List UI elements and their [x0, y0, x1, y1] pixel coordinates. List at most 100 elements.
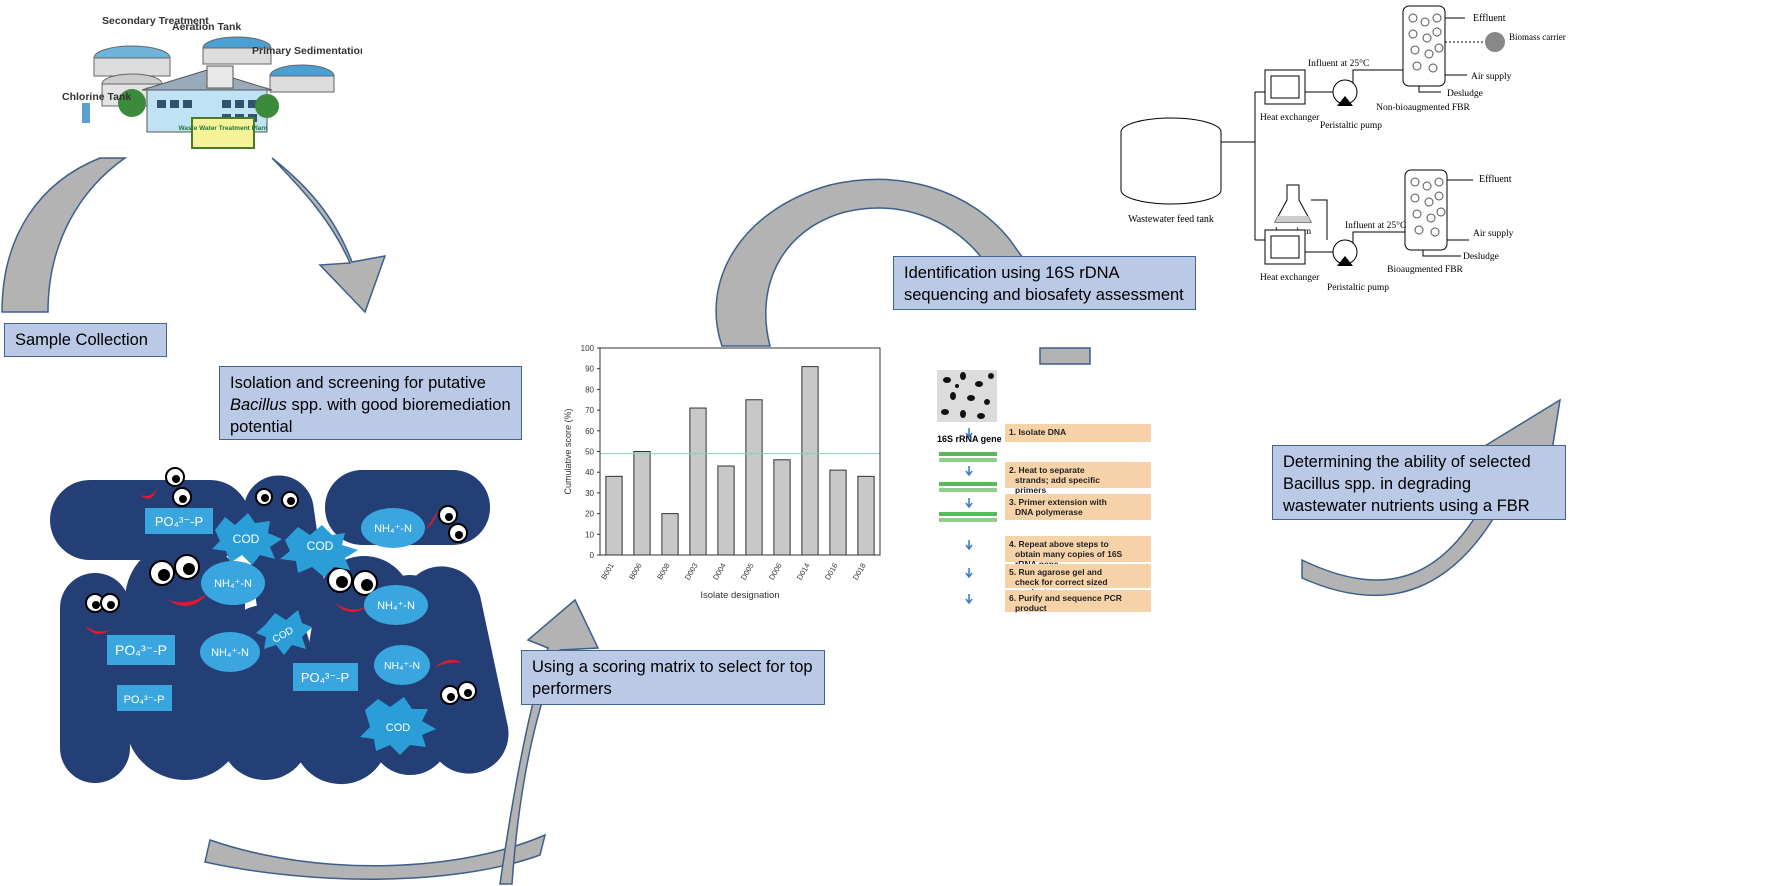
top-effluent: Effluent [1473, 13, 1506, 24]
nh4-oval: NH₄⁺-N [200, 632, 260, 672]
x-tick-label: B008 [655, 562, 672, 582]
cod-text: COD [307, 539, 334, 553]
bottom-air: Air supply [1473, 229, 1514, 239]
dna-strand [939, 458, 997, 462]
bar [717, 465, 735, 556]
bacteria-mouths [85, 487, 462, 667]
y-tick-label: 80 [585, 385, 594, 394]
po4-text: PO₄³⁻-P [155, 514, 203, 529]
protocol-step-box [1005, 564, 1151, 588]
nh4-text: NH₄⁺-N [211, 647, 249, 659]
po4-box: PO₄³⁻-P [293, 663, 358, 691]
nh4-text: NH₄⁺-N [214, 578, 252, 590]
x-tick-label: D014 [795, 562, 812, 582]
identification-text: Identification using 16S rDNA sequencing… [904, 264, 1184, 304]
heat-exchanger-top [1264, 69, 1306, 105]
x-tick-label: D003 [683, 562, 700, 582]
protocol-step-text: 1. Isolate DNA [1009, 427, 1066, 437]
cod-blob: COD [280, 525, 358, 577]
bar [661, 513, 679, 556]
label-determining-fbr: Determining the ability of selected Baci… [1272, 445, 1566, 520]
protocol-arrow [965, 568, 973, 579]
nh4-text: NH₄⁺-N [384, 660, 420, 672]
bacteria-illustration: COD COD COD COD NH₄⁺-N NH₄⁺-N NH₄⁺-N NH₄… [50, 467, 509, 785]
label-secondary: Secondary Treatment [102, 15, 209, 27]
dna-strand [939, 452, 997, 456]
y-tick-label: 50 [585, 448, 594, 457]
isolation-genus: Bacillus [230, 396, 287, 414]
po4-box: PO₄³⁻-P [117, 685, 172, 711]
top-heat: Heat exchanger [1260, 113, 1320, 123]
inoculum-flask [1274, 184, 1312, 223]
protocol-arrow [965, 466, 973, 477]
bar [745, 399, 763, 556]
treatment-plant-illustration: Waste Water Treatment Plant Secondary Tr… [62, 15, 362, 149]
y-tick-label: 20 [585, 510, 594, 519]
y-tick-label: 70 [585, 406, 594, 415]
fbr-schematic: Wastewater feed tank Effluent Biomass ca… [1120, 5, 1566, 293]
gene-label: 16S rRNA gene [937, 434, 1002, 444]
plant-sign-line: Waste Water Treatment Plant [178, 125, 268, 132]
dna-strand-separated [939, 482, 997, 486]
top-desludge: Desludge [1447, 89, 1483, 99]
x-tick-label: D016 [823, 562, 840, 582]
top-carrier: Biomass carrier [1509, 32, 1566, 42]
bottom-heat: Heat exchanger [1260, 273, 1320, 283]
bacterium [401, 566, 509, 774]
y-tick-label: 30 [585, 489, 594, 498]
arrow-down-to-protocol [1039, 347, 1091, 365]
label-sample-collection: Sample Collection [4, 323, 167, 357]
dna-strand-extended [939, 518, 997, 522]
y-tick-label: 10 [585, 530, 594, 539]
arrow-head-isolation [271, 157, 387, 314]
protocol-arrow [965, 498, 973, 509]
reactor-top [1402, 5, 1446, 87]
isolation-text-a: Isolation and screening for putative [230, 374, 486, 392]
bar [857, 475, 875, 556]
protocol-step-box [1005, 590, 1151, 612]
protocol-step-box [1005, 494, 1151, 520]
nh4-text: NH₄⁺-N [377, 600, 415, 612]
bottom-influent: Influent at 25°C [1345, 220, 1406, 231]
x-tick-label: B001 [599, 562, 616, 582]
po4-box: PO₄³⁻-P [145, 508, 213, 534]
feed-tank [1120, 117, 1222, 205]
x-tick-label: D005 [739, 562, 756, 582]
y-tick-label: 60 [585, 427, 594, 436]
label-identification: Identification using 16S rDNA sequencing… [893, 256, 1196, 310]
heat-exchanger-bottom [1264, 229, 1306, 265]
bottom-reactor: Bioaugmented FBR [1387, 265, 1463, 275]
dna-strand-extended [939, 512, 997, 516]
cod-text: COD [233, 532, 260, 546]
reactor-bottom [1404, 169, 1448, 251]
nh4-oval: NH₄⁺-N [201, 561, 265, 605]
bottom-pump: Peristaltic pump [1327, 283, 1389, 293]
protocol-step-box [1005, 462, 1151, 488]
x-tick-label: D018 [851, 562, 868, 582]
protocol-arrow [965, 594, 973, 605]
plant-sign [191, 117, 255, 149]
po4-box: PO₄³⁻-P [107, 635, 175, 665]
protocol-arrow [965, 428, 973, 439]
label-isolation-screening: Isolation and screening for putative Bac… [219, 366, 522, 440]
bar [633, 451, 651, 556]
cod-blob: COD [212, 513, 282, 565]
label-chlorine: Chlorine Tank [62, 91, 131, 103]
y-axis-label: Cumulative score (%) [563, 408, 573, 494]
scoring-text: Using a scoring matrix to select for top… [532, 658, 813, 698]
label-aeration: Aeration Tank [172, 21, 241, 33]
arrow-sample-to-isolation [1, 157, 128, 313]
protocol-arrow [965, 540, 973, 551]
sequencing-protocol: 16S rRNA gene 1. Isolate DNA 2. Heat to s… [937, 370, 1151, 613]
top-pump: Peristaltic pump [1320, 121, 1382, 131]
x-axis-label: Isolate designation [700, 590, 779, 601]
y-tick-label: 90 [585, 365, 594, 374]
nh4-oval: NH₄⁺-N [364, 585, 428, 625]
bar [801, 366, 819, 556]
y-tick-label: 100 [581, 344, 595, 353]
bottom-desludge: Desludge [1463, 252, 1499, 262]
